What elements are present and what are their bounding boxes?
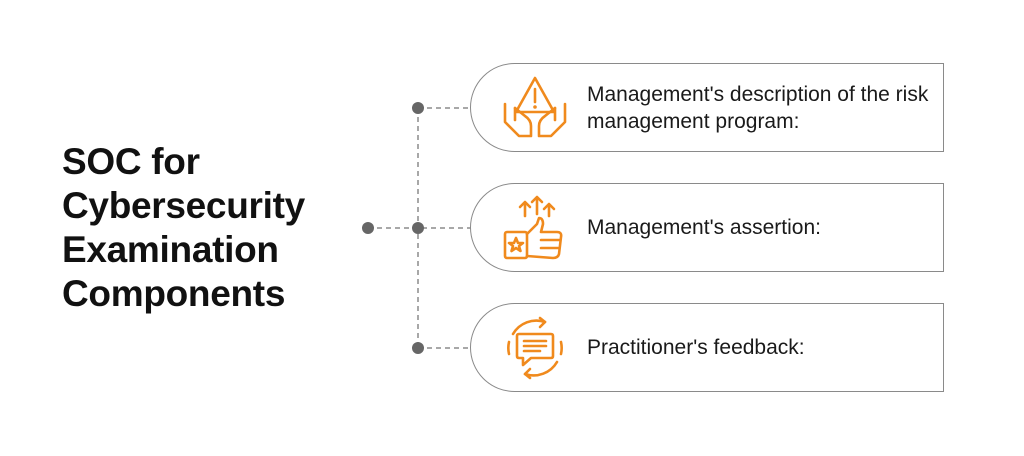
- component-label-description: Management's description of the risk man…: [587, 82, 929, 133]
- title-line-4: Components: [62, 273, 286, 314]
- title-line-2: Cybersecurity: [62, 185, 305, 226]
- component-label-assertion: Management's assertion:: [587, 216, 821, 239]
- connector-dot-3: [412, 342, 424, 354]
- title-line-1: SOC for: [62, 141, 200, 182]
- feedback-chat-cycle-icon: [507, 316, 563, 380]
- component-card-feedback: Practitioner's feedback:: [470, 303, 944, 392]
- connector-dot-1: [412, 102, 424, 114]
- component-card-description: Management's description of the risk man…: [470, 63, 944, 152]
- hands-warning-icon: [503, 76, 567, 138]
- connector-dot-root: [362, 222, 374, 234]
- component-label-feedback: Practitioner's feedback:: [587, 336, 805, 359]
- title-line-3: Examination: [62, 229, 279, 270]
- thumbs-up-arrows-icon: [503, 195, 563, 260]
- component-card-assertion: Management's assertion:: [470, 183, 944, 272]
- connector-dot-2: [412, 222, 424, 234]
- diagram-title: SOC for Cybersecurity Examination Compon…: [62, 140, 362, 316]
